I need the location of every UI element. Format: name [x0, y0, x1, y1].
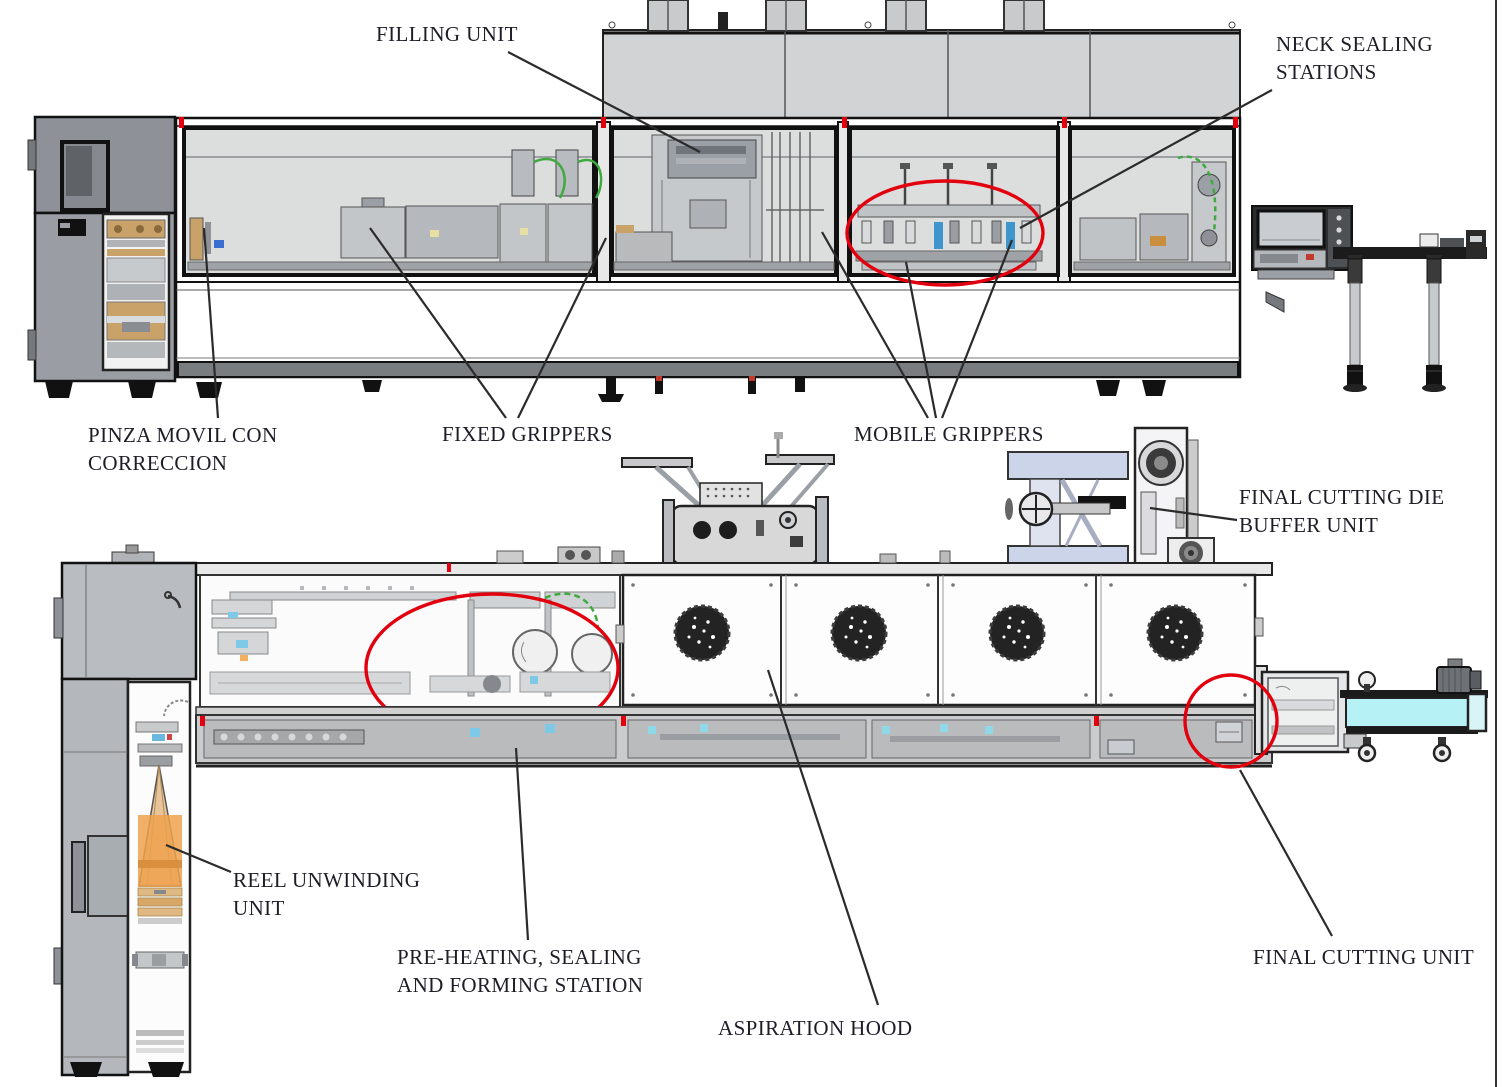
leader-lines [165, 51, 1333, 1006]
conveyor-leg [1342, 254, 1368, 393]
hood-valve [718, 12, 728, 30]
reel-unwinding-column [53, 544, 198, 1077]
top-machine-side-view [27, 0, 1487, 402]
window-1-pinza-fixed-grippers [182, 126, 603, 277]
label-mobile-grippers: MOBILE GRIPPERS [854, 422, 1044, 446]
chimney-stack [1003, 0, 1045, 32]
panel-screws [631, 583, 1247, 697]
buffer-unit [1005, 426, 1215, 574]
leader-mobile-grippers-1 [821, 231, 929, 419]
window-4-outfeed [1068, 126, 1236, 277]
leader-neck-sealing [1019, 89, 1273, 229]
leader-aspiration-hood [766, 669, 880, 1006]
cabinet-door-handle [71, 841, 86, 913]
gripper-row [861, 220, 1032, 244]
outfeed-conveyor-side [1333, 230, 1487, 393]
aspiration-fan-2 [830, 604, 888, 662]
frame-corner-marks [179, 117, 1238, 128]
leader-fixed-grippers-1 [369, 227, 507, 419]
tank-unit [621, 432, 835, 574]
hmi-button [1336, 239, 1342, 245]
dosing-cylinder [555, 149, 579, 197]
aspiration-hood-section [615, 573, 1264, 707]
label-pinza-movil: PINZA MOVIL CON CORRECCION [88, 423, 278, 475]
hmi-screen [1256, 209, 1326, 249]
left-cabinet [27, 115, 177, 398]
leader-buffer-unit [1149, 506, 1238, 522]
leader-pinza [202, 227, 220, 419]
reel-film-web [138, 815, 182, 887]
chimney-stack [885, 0, 927, 32]
hmi-button [1336, 215, 1342, 221]
leader-mobile-grippers-2 [904, 261, 938, 419]
conveyor-motor [1436, 658, 1482, 694]
aspiration-fan-4 [1146, 604, 1204, 662]
dosing-cylinder [511, 149, 535, 197]
gripper-blue-handle [934, 222, 943, 249]
preheat-dots [300, 586, 414, 590]
machine-feet [196, 376, 1166, 402]
hmi-console [1251, 205, 1353, 313]
label-final-cutting-unit: FINAL CUTTING UNIT [1253, 945, 1475, 969]
leader-final-cutting [1239, 769, 1333, 937]
label-reel-unwinding: REEL UNWINDING UNIT [233, 868, 421, 920]
forming-die [571, 633, 613, 675]
label-pre-heating: PRE-HEATING, SEALING AND FORMING STATION [397, 945, 644, 997]
window-2-filling-unit [610, 126, 838, 277]
final-cutting-highlight-circle [1183, 673, 1279, 769]
conveyor-leg [1421, 254, 1447, 393]
conveyor-foot [1432, 735, 1452, 763]
aspiration-fan-1 [673, 604, 731, 662]
label-neck-sealing: NECK SEALING STATIONS [1276, 32, 1434, 84]
mobile-grippers-highlight-ellipse [845, 179, 1045, 287]
bottom-machine-plan-view [53, 426, 1488, 1077]
hmi-button [1336, 227, 1342, 233]
conveyor-belt [1345, 697, 1479, 728]
leader-pre-heating [514, 747, 530, 941]
aspiration-fan-3 [988, 604, 1046, 662]
gripper-blue-handle [1006, 222, 1015, 249]
label-aspiration-hood: ASPIRATION HOOD [718, 1016, 913, 1040]
chimney-stack [765, 0, 807, 32]
filling-pipes [766, 132, 824, 268]
tank-body [670, 504, 820, 566]
forming-die [512, 629, 558, 675]
label-fixed-grippers: FIXED GRIPPERS [442, 422, 613, 446]
chimney-stack [647, 0, 689, 32]
final-cutting-and-conveyor [1254, 658, 1488, 763]
extraction-hood [602, 0, 1241, 121]
film-roller-window [101, 212, 171, 372]
tank-terminal-dots [706, 487, 750, 498]
leader-filling-unit [507, 51, 701, 153]
lower-cabinet-band [195, 706, 1273, 768]
pre-heating-section [199, 574, 660, 708]
label-filling-unit: FILLING UNIT [376, 22, 518, 46]
leader-fixed-grippers-2 [517, 237, 607, 419]
window-3-neck-sealing [848, 126, 1060, 277]
label-buffer-unit: FINAL CUTTING DIE BUFFER UNIT [1239, 485, 1445, 537]
leader-reel-unwinding [165, 843, 232, 874]
reel-window [126, 680, 192, 1074]
leader-mobile-grippers-3 [940, 239, 1014, 419]
